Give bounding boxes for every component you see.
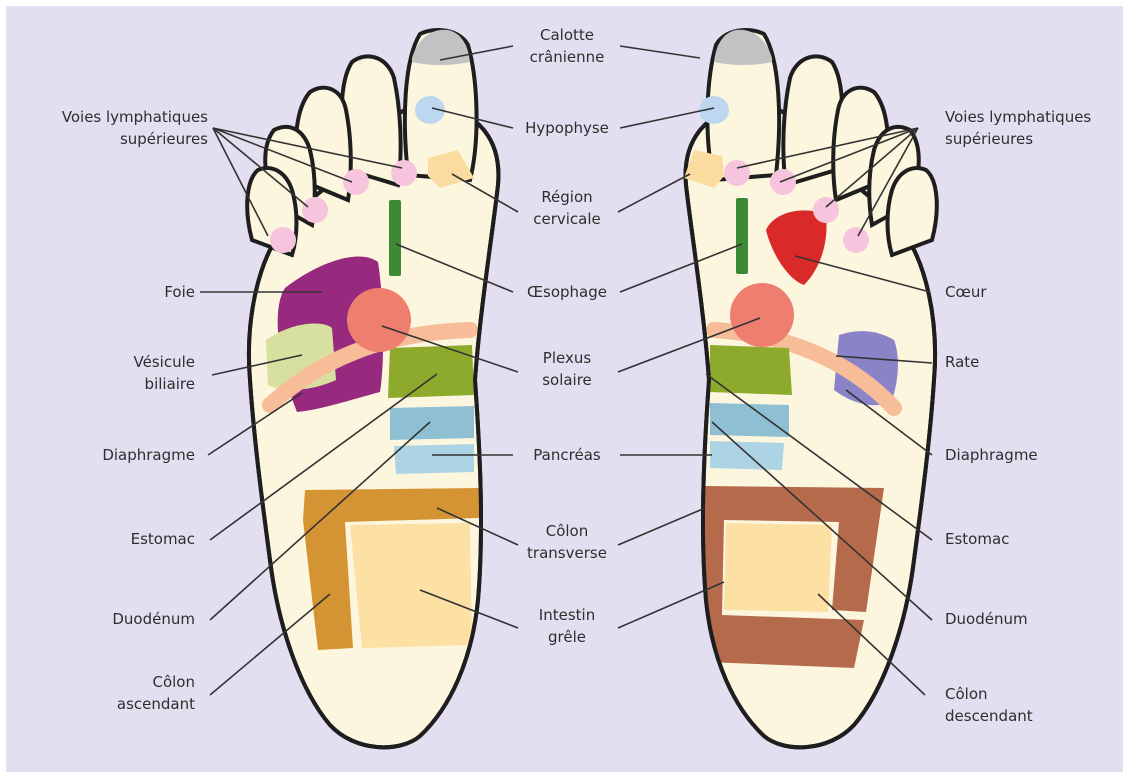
lymph-point [270,227,296,253]
leader-line [618,508,705,545]
intestin-zone-left [350,523,472,648]
label-right-voies-lymphatiques: Voies lymphatiques supérieures [945,106,1091,150]
leader-line [618,174,690,212]
duodenum-zone-left [390,406,474,440]
label-right-estomac: Estomac [945,528,1009,550]
lymph-point [770,169,796,195]
label-rate: Rate [945,351,979,373]
lymph-point [343,169,369,195]
estomac-zone-right [710,345,792,395]
label-intestin-grele: Intestin grêle [539,604,595,648]
lymph-point [843,227,869,253]
oesophage-zone-right [736,198,748,274]
oesophage-zone-left [389,200,401,276]
label-colon-descendant: Côlon descendant [945,683,1033,727]
label-colon-ascendant: Côlon ascendant [117,671,195,715]
intestin-zone-right [724,523,832,612]
plexus-zone-left [347,288,411,352]
label-left-duodenum: Duodénum [112,608,195,630]
pancreas-zone-right [710,441,784,470]
label-foie: Foie [164,281,195,303]
label-left-estomac: Estomac [131,528,195,550]
label-oesophage: Œsophage [527,281,607,303]
leader-line [620,108,714,128]
label-pancreas: Pancréas [533,444,600,466]
lymph-point [391,160,417,186]
plexus-zone-right [730,283,794,347]
label-left-diaphragme: Diaphragme [102,444,195,466]
left-foot [247,30,498,748]
lymph-point [813,197,839,223]
label-calotte-cranienne: Calotte crânienne [530,24,605,68]
label-coeur: Cœur [945,281,987,303]
lymph-point [302,197,328,223]
label-hypophyse: Hypophyse [525,117,609,139]
leader-line [620,46,700,58]
lymph-point [724,160,750,186]
label-right-duodenum: Duodénum [945,608,1028,630]
label-plexus-solaire: Plexus solaire [542,347,592,391]
label-right-diaphragme: Diaphragme [945,444,1038,466]
right-foot [684,30,937,748]
label-colon-transverse: Côlon transverse [527,520,607,564]
label-left-voies-lymphatiques: Voies lymphatiques supérieures [62,106,208,150]
right-toe-5 [888,168,937,255]
pancreas-zone-left [394,444,474,474]
label-region-cervicale: Région cervicale [533,186,601,230]
label-vesicule-biliaire: Vésicule biliaire [134,351,195,395]
